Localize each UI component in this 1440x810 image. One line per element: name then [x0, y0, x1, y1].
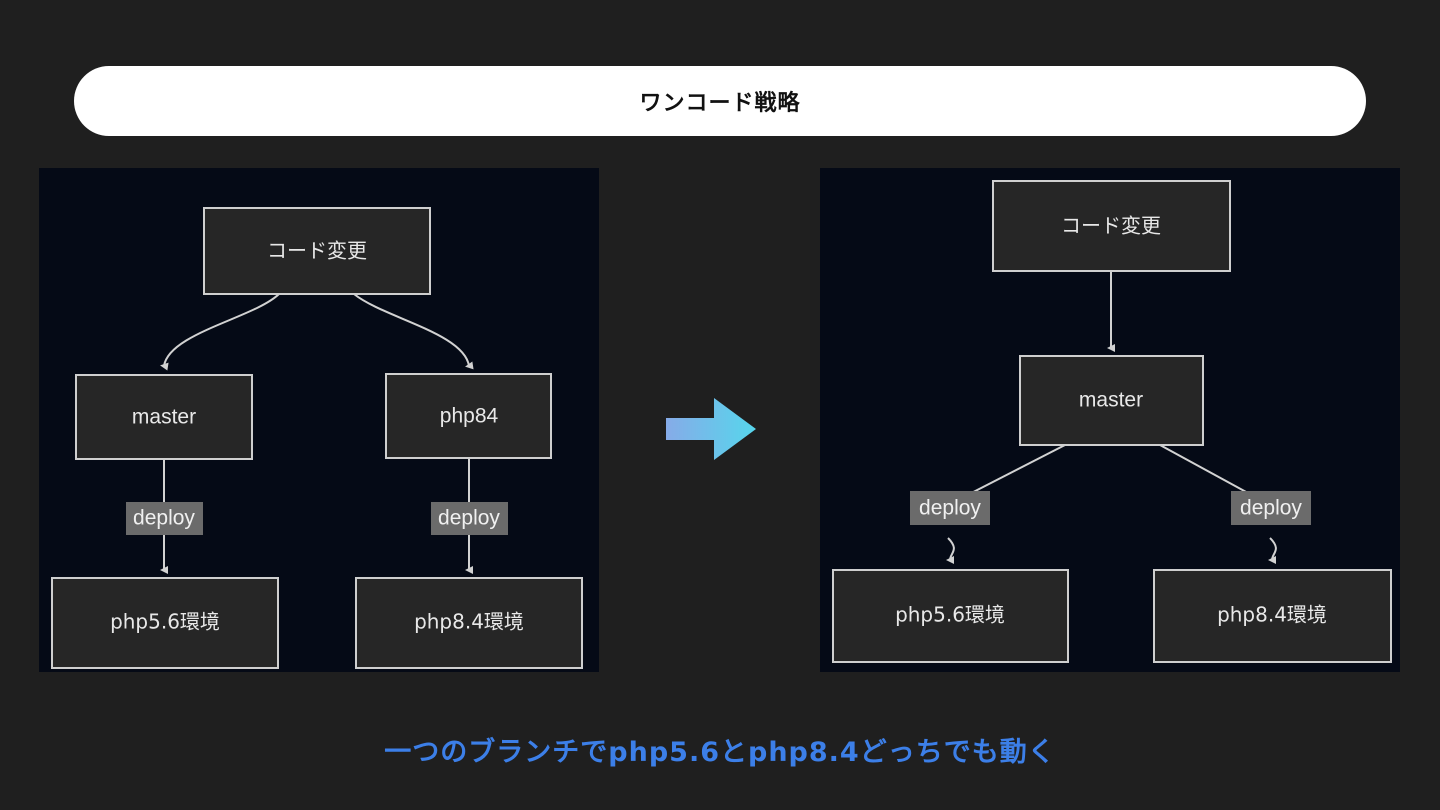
title-banner: ワンコード戦略 — [74, 66, 1366, 136]
right-arrow-icon — [666, 398, 756, 460]
caption: 一つのブランチでphp5.6とphp8.4どっちでも動く — [384, 737, 1056, 768]
diagram-before-svg: コード変更 master php84 php5.6環境 php8.4環境 — [51, 207, 583, 669]
svg-text:deploy: deploy — [133, 507, 195, 530]
node-php56-env-label: php5.6環境 — [110, 610, 220, 634]
node-php84-label: php84 — [440, 405, 499, 428]
diagram-after-svg: コード変更 master php5.6環境 php8.4環境 deploy — [832, 180, 1392, 663]
svg-text:deploy: deploy — [438, 507, 500, 530]
edge-deploy-left-to-php56env — [946, 537, 955, 565]
node-php84-env[interactable]: php8.4環境 — [355, 577, 583, 669]
page-title: ワンコード戦略 — [639, 91, 801, 116]
node-master-label: master — [132, 406, 196, 429]
edge-label-deploy-php84: deploy — [431, 502, 508, 535]
edge-label-deploy-master: deploy — [126, 502, 203, 535]
node-php84-env-label: php8.4環境 — [414, 610, 524, 634]
node-code-change-label: コード変更 — [267, 239, 367, 263]
diagram-after-panel: コード変更 master php5.6環境 php8.4環境 deploy — [820, 168, 1400, 672]
diagram-before-panel: コード変更 master php84 php5.6環境 php8.4環境 — [39, 168, 599, 672]
node-php56-env[interactable]: php5.6環境 — [51, 577, 279, 669]
node-code-change[interactable]: コード変更 — [992, 180, 1231, 272]
node-master-label: master — [1079, 389, 1143, 412]
node-php56-env-label: php5.6環境 — [895, 603, 1005, 627]
edge-label-deploy-right: deploy — [1231, 491, 1311, 525]
edge-deploy-right-to-php84env — [1268, 537, 1277, 565]
transition-arrow — [664, 392, 760, 466]
node-master[interactable]: master — [1019, 355, 1204, 446]
node-php56-env[interactable]: php5.6環境 — [832, 569, 1069, 663]
edge-label-deploy-left: deploy — [910, 491, 990, 525]
node-code-change-label: コード変更 — [1061, 214, 1161, 238]
node-php84[interactable]: php84 — [385, 373, 552, 459]
svg-text:deploy: deploy — [919, 497, 981, 520]
node-php84-env[interactable]: php8.4環境 — [1153, 569, 1392, 663]
node-php84-env-label: php8.4環境 — [1217, 603, 1327, 627]
edge-codechange-to-master — [160, 293, 280, 371]
node-master[interactable]: master — [75, 374, 253, 460]
node-code-change[interactable]: コード変更 — [203, 207, 431, 295]
svg-text:deploy: deploy — [1240, 497, 1302, 520]
edge-codechange-to-php84 — [353, 293, 474, 370]
